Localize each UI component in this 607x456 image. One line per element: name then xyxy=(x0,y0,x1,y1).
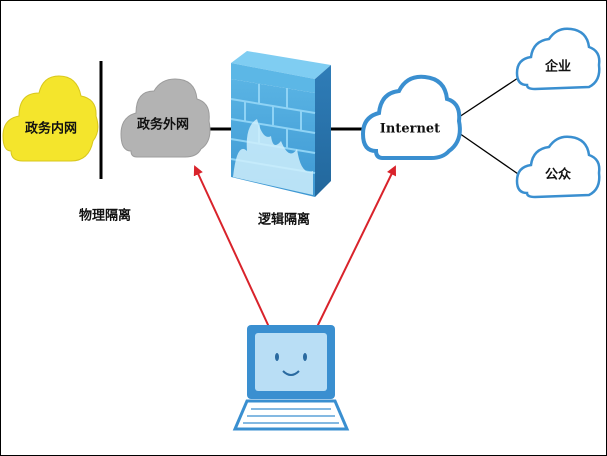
link-internet-public xyxy=(455,130,522,177)
public-cloud xyxy=(515,135,601,199)
intranet-label: 政务内网 xyxy=(24,121,78,137)
extranet-label: 政务外网 xyxy=(136,117,190,133)
physical-isolation-label: 物理隔离 xyxy=(78,208,132,224)
intranet-cloud xyxy=(2,75,99,162)
arrow-laptop-to-extranet xyxy=(193,165,270,328)
firewall-icon xyxy=(230,51,331,197)
public-label: 公众 xyxy=(544,167,572,183)
enterprise-label: 企业 xyxy=(544,59,572,75)
internet-label: Internet xyxy=(379,121,441,137)
enterprise-cloud xyxy=(515,27,601,91)
link-internet-enterprise xyxy=(455,75,522,120)
logical-isolation-label: 逻辑隔离 xyxy=(257,212,311,228)
laptop-icon xyxy=(232,325,350,431)
arrow-laptop-to-internet xyxy=(316,165,396,328)
internet-cloud xyxy=(360,74,462,160)
extranet-cloud xyxy=(120,78,211,158)
